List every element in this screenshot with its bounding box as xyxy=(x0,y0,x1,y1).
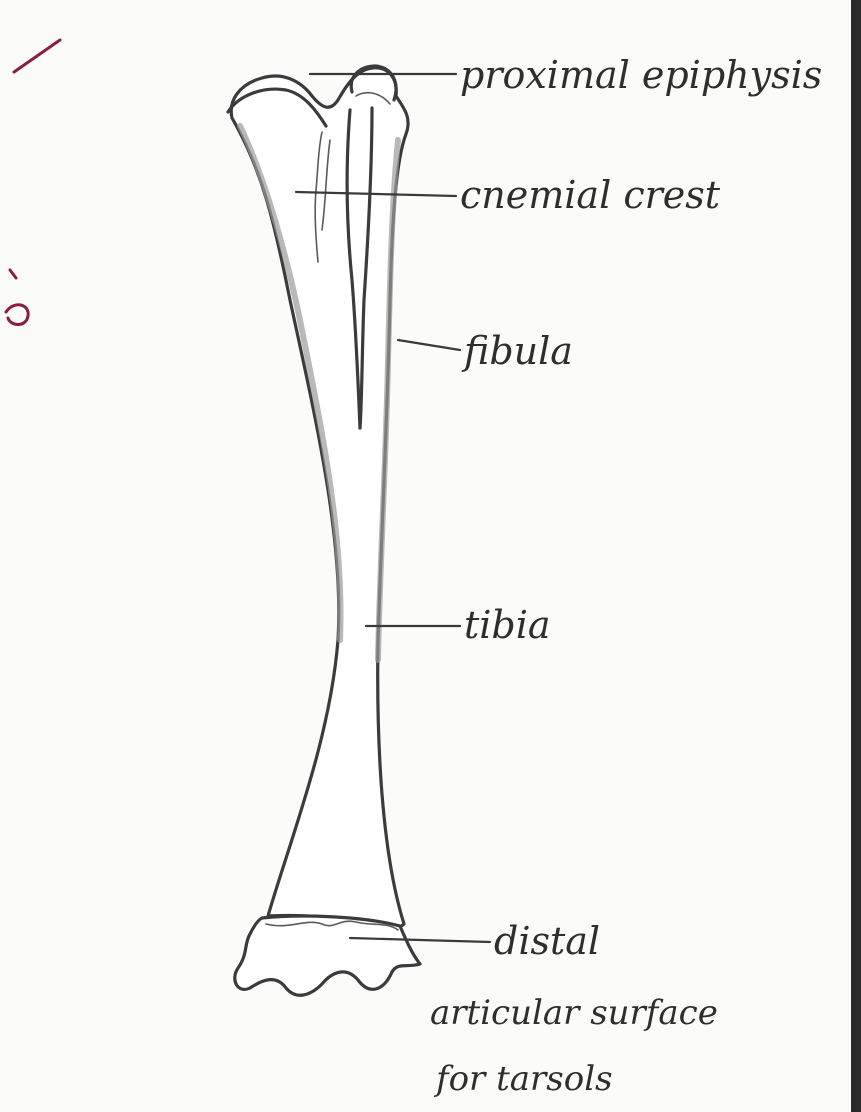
label-for-tarsals: for tarsols xyxy=(433,1059,613,1099)
distal-articular-surface xyxy=(235,916,420,995)
label-tibia: tibia xyxy=(464,603,551,647)
bone-illustration xyxy=(228,66,420,995)
label-articular-surface: articular surface xyxy=(430,993,718,1033)
margin-dash-mark xyxy=(10,270,16,278)
margin-marks xyxy=(6,40,60,325)
page-edge xyxy=(851,0,861,1112)
leader-fibula xyxy=(398,340,460,350)
label-proximal-epiphysis: proximal epiphysis xyxy=(460,53,822,97)
margin-tick-mark xyxy=(14,40,60,72)
label-fibula: fibula xyxy=(461,329,573,373)
label-cnemial-crest: cnemial crest xyxy=(460,173,721,217)
label-distal: distal xyxy=(494,919,600,963)
margin-o-mark xyxy=(6,305,28,325)
